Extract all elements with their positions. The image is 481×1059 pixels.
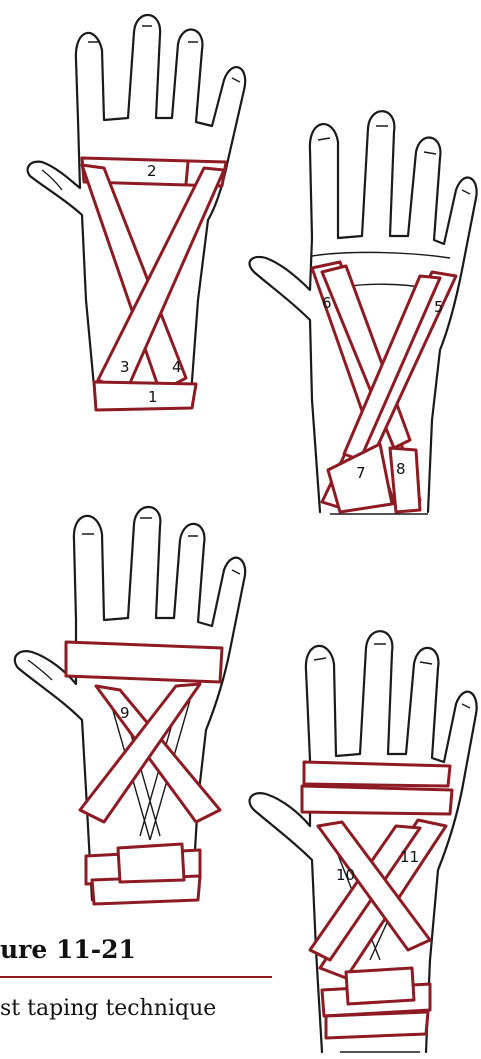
hand-panel-4: 10 11 — [250, 631, 477, 1052]
tape-strip-8 — [390, 448, 420, 512]
tape-top-band-1 — [304, 762, 450, 786]
tape-wrist-3 — [118, 844, 184, 882]
figure-subtitle: st taping technique — [0, 996, 300, 1021]
tape-wrist-c — [326, 1012, 428, 1038]
figure-title: ure 11-21 — [0, 935, 300, 964]
strip-label: 3 — [120, 358, 130, 376]
strip-label: 2 — [147, 162, 157, 180]
hand-panel-2: 6 5 7 8 — [250, 111, 477, 514]
hand-panel-1: 2 3 4 1 — [28, 15, 246, 410]
strip-label: 11 — [400, 848, 419, 866]
strip-label: 6 — [322, 294, 332, 312]
tape-strip-top — [66, 642, 222, 682]
hand-panel-3: 9 — [15, 507, 245, 904]
strip-label: 9 — [120, 704, 130, 722]
tape-wrist-b — [346, 968, 414, 1004]
tape-top-band-2 — [302, 786, 452, 814]
strip-label: 10 — [336, 866, 355, 884]
strip-label: 7 — [356, 464, 366, 482]
strip-label: 5 — [434, 298, 444, 316]
strip-label: 1 — [148, 388, 158, 406]
strip-label: 4 — [172, 358, 182, 376]
caption-rule — [0, 976, 272, 978]
strip-label: 8 — [396, 460, 406, 478]
tape-strip-1 — [94, 382, 196, 410]
